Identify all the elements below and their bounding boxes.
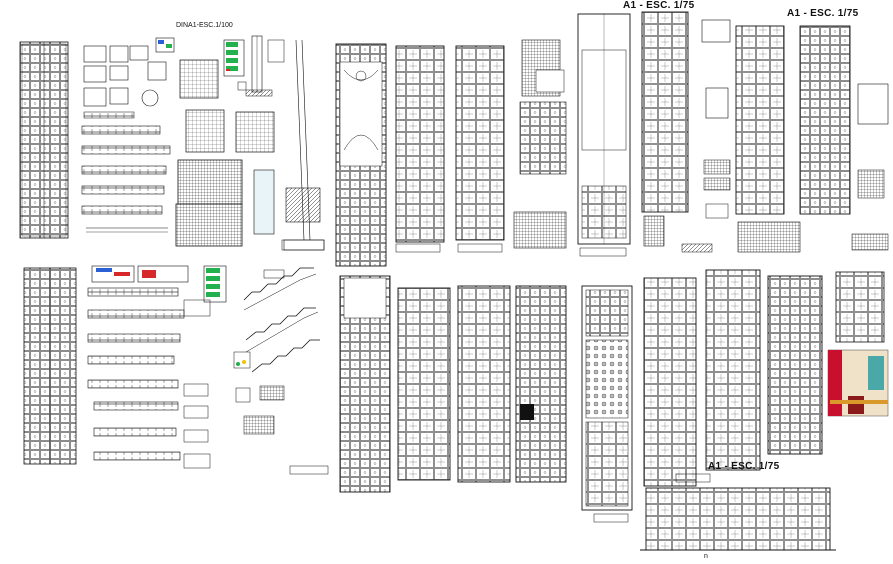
plan-sheet-1 <box>19 41 69 239</box>
floor-plan-d <box>577 13 631 245</box>
front-elevation <box>640 487 836 551</box>
legend-bottom <box>91 265 227 303</box>
floor-plan-g <box>799 25 889 251</box>
title-blocks <box>281 239 711 523</box>
elevation-block <box>835 271 885 343</box>
scale-label-a1-bottom: A1 - ESC. 1/75 <box>708 461 780 472</box>
bottom-mark: n <box>704 553 708 560</box>
floor-plan-b <box>395 45 445 243</box>
floor-plan-h <box>339 275 391 493</box>
floor-plan-l <box>581 285 633 511</box>
floor-plan-e <box>641 11 689 247</box>
floor-plan-k <box>515 285 567 483</box>
beam-details-top <box>81 125 171 233</box>
column-details <box>83 45 167 119</box>
floor-plan-j <box>457 285 511 483</box>
section-details-mid <box>681 19 731 253</box>
floor-plan-c <box>455 45 505 241</box>
floor-plan-f <box>735 25 801 253</box>
floor-plan-a <box>335 43 387 267</box>
stair-sections <box>233 267 320 435</box>
scale-label-top-left: DINA1-ESC.1/100 <box>176 22 233 29</box>
legend-top <box>155 37 245 77</box>
slab-grids <box>175 59 275 247</box>
column-elevation <box>251 35 325 251</box>
floor-plan-o <box>767 275 823 455</box>
facade-render <box>827 349 889 417</box>
scale-label-a1-top: A1 - ESC. 1/75 <box>623 0 695 11</box>
beam-details-bottom <box>87 287 211 469</box>
floor-plan-i <box>397 287 451 481</box>
scale-label-a1-right: A1 - ESC. 1/75 <box>787 8 859 19</box>
floor-plan-m <box>643 277 697 487</box>
plan-sheet-2 <box>23 267 77 465</box>
schedule-table <box>513 39 567 249</box>
floor-plan-n <box>705 269 761 471</box>
